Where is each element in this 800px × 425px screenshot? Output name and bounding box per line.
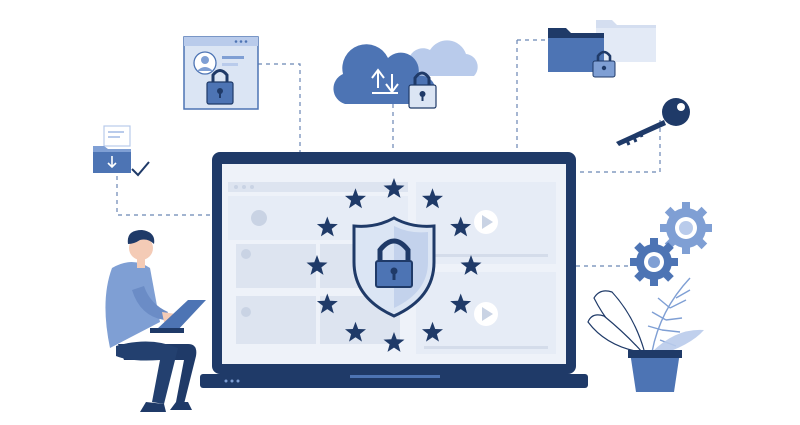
star <box>422 188 443 209</box>
star <box>460 255 482 275</box>
star <box>316 216 338 237</box>
document-download-check-icon <box>93 125 150 177</box>
plant-pot-icon <box>587 277 704 392</box>
star <box>450 216 472 237</box>
user-profile-lock-icon <box>183 36 259 110</box>
star <box>383 332 405 352</box>
folder-lock-icon <box>548 20 656 78</box>
star <box>316 293 338 314</box>
person-with-laptop-icon <box>105 230 206 412</box>
star <box>450 293 472 314</box>
star <box>345 188 366 209</box>
gears-icon <box>630 202 712 286</box>
eu-stars-icon <box>306 178 482 352</box>
shield-lock-icon <box>352 216 436 318</box>
screen-content <box>228 182 556 354</box>
star <box>422 321 443 342</box>
cloud-transfer-lock-icon <box>333 40 478 109</box>
key-icon <box>616 98 690 146</box>
star <box>306 255 328 275</box>
star <box>345 321 366 342</box>
star <box>383 178 405 198</box>
connector-lines <box>116 39 661 267</box>
